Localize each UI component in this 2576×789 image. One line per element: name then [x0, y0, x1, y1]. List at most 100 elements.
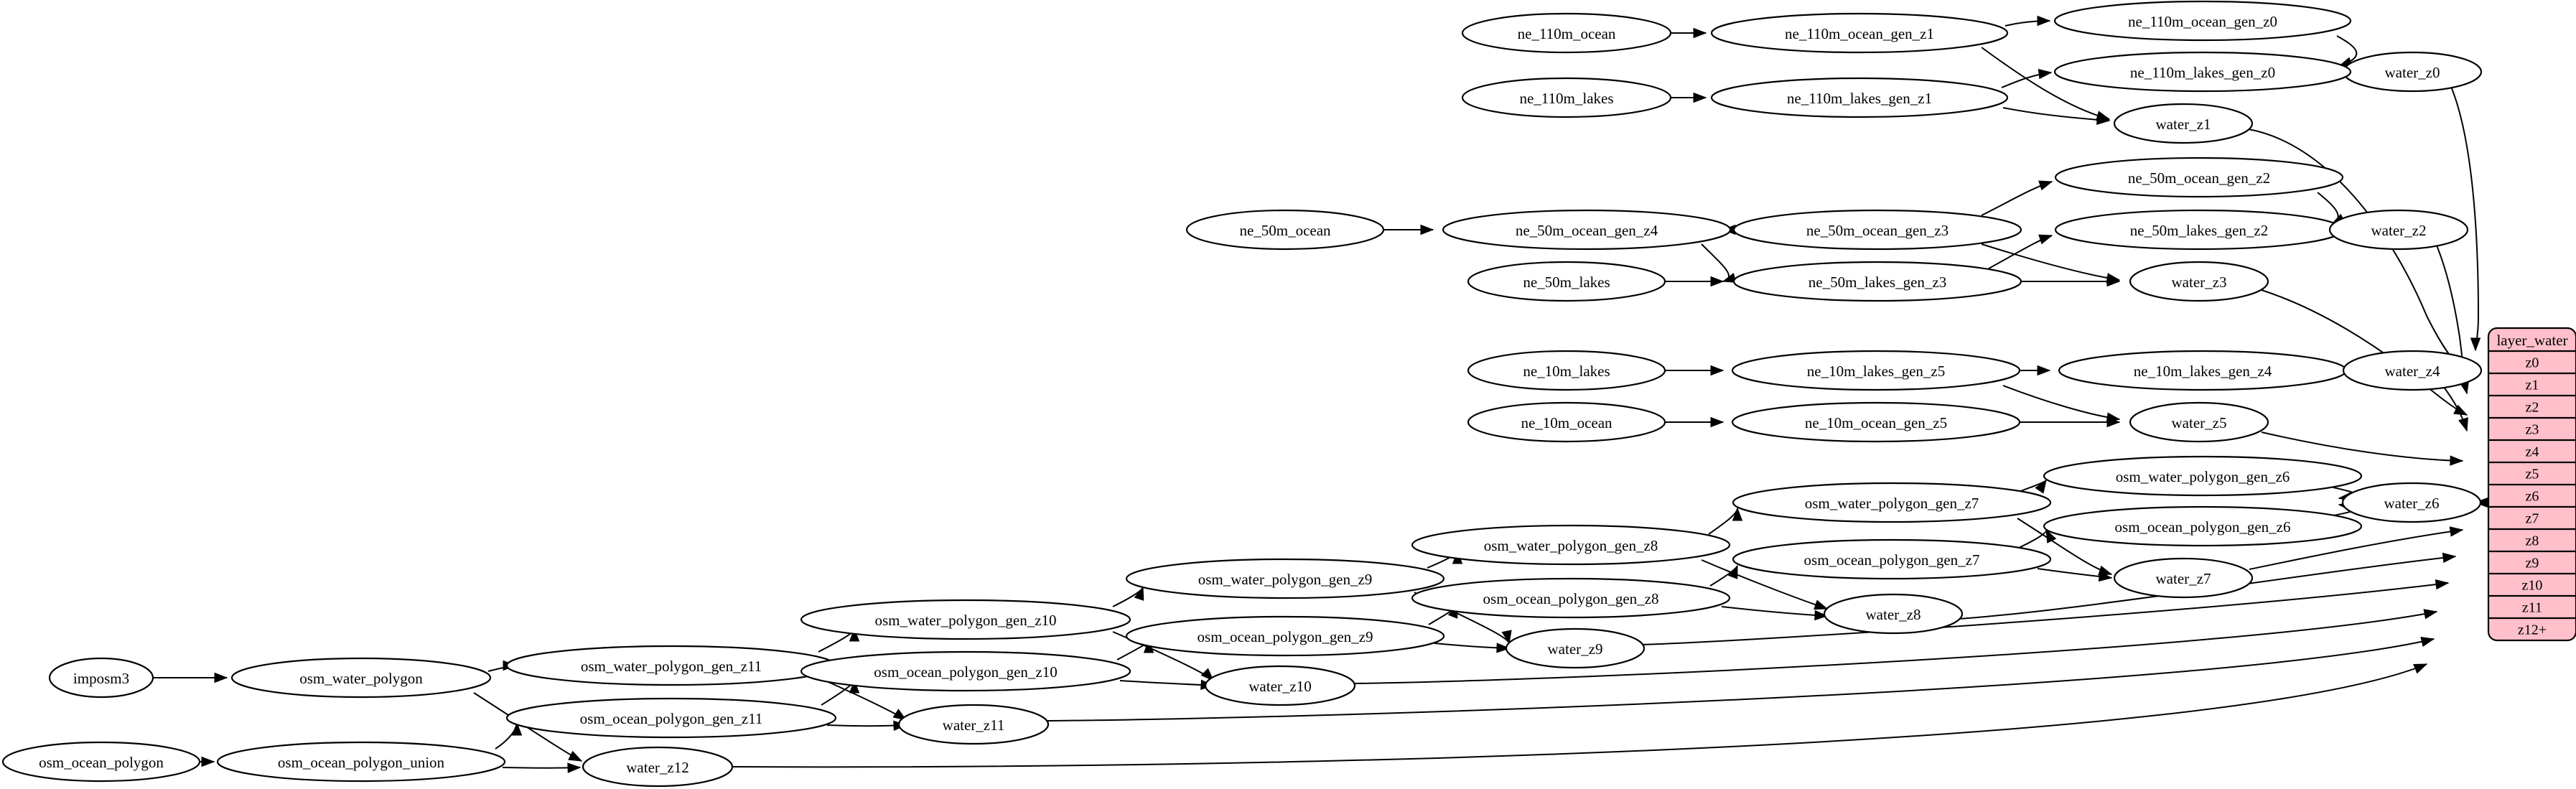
- graph-node-osm_water_polygon_gen_z7[interactable]: osm_water_polygon_gen_z7: [1732, 482, 2052, 523]
- graph-node-water_z2[interactable]: water_z2: [2328, 209, 2469, 251]
- edge-arrowhead: [567, 762, 582, 773]
- edge-line: [2249, 529, 2463, 570]
- graph-node-water_z1[interactable]: water_z1: [2113, 103, 2254, 144]
- edge: [1721, 606, 1829, 621]
- graph-node-water_z5[interactable]: water_z5: [2129, 401, 2269, 443]
- graph-node-ne_110m_ocean[interactable]: ne_110m_ocean: [1461, 12, 1672, 54]
- edge-arrowhead: [214, 672, 228, 683]
- graph-node-ne_10m_lakes_gen_z4[interactable]: ne_10m_lakes_gen_z4: [2058, 350, 2348, 391]
- graph-node-ne_50m_ocean_gen_z3[interactable]: ne_50m_ocean_gen_z3: [1732, 209, 2022, 251]
- legend-row-z6[interactable]: z6: [2488, 489, 2576, 508]
- node-shape: [1732, 209, 2022, 251]
- graph-node-osm_water_polygon_gen_z8[interactable]: osm_water_polygon_gen_z8: [1411, 524, 1731, 566]
- graph-node-osm_ocean_polygon_union[interactable]: osm_ocean_polygon_union: [216, 741, 506, 783]
- graph-node-osm_ocean_polygon[interactable]: osm_ocean_polygon: [1, 741, 201, 783]
- graph-node-water_z6[interactable]: water_z6: [2341, 482, 2482, 523]
- graph-node-osm_ocean_polygon_gen_z9[interactable]: osm_ocean_polygon_gen_z9: [1125, 615, 1445, 657]
- node-label: ne_50m_ocean: [1239, 222, 1331, 239]
- legend-row-z5[interactable]: z5: [2488, 467, 2576, 486]
- legend-row-z9[interactable]: z9: [2488, 556, 2576, 575]
- graph-node-ne_50m_ocean_gen_z4[interactable]: ne_50m_ocean_gen_z4: [1442, 209, 1732, 251]
- node-label: water_z12: [626, 759, 689, 776]
- node-label: ne_50m_ocean_gen_z3: [1806, 222, 1949, 239]
- graph-node-water_z0[interactable]: water_z0: [2342, 51, 2483, 93]
- edge: [1434, 643, 1511, 653]
- edge-line: [1701, 243, 1730, 282]
- node-shape: [2341, 482, 2482, 523]
- legend-row-z10[interactable]: z10: [2488, 578, 2576, 597]
- edge: [2249, 526, 2464, 570]
- graph-node-osm_ocean_polygon_gen_z10[interactable]: osm_ocean_polygon_gen_z10: [800, 650, 1131, 692]
- edge: [2018, 528, 2057, 548]
- graph-node-osm_water_polygon[interactable]: osm_water_polygon: [230, 657, 492, 699]
- node-shape: [1731, 401, 2021, 443]
- graph-node-ne_110m_lakes_gen_z1[interactable]: ne_110m_lakes_gen_z1: [1710, 77, 2009, 118]
- graph-node-ne_10m_ocean[interactable]: ne_10m_ocean: [1467, 401, 1666, 443]
- legend-row-z11[interactable]: z11: [2488, 600, 2576, 620]
- legend-row-z7[interactable]: z7: [2488, 511, 2576, 531]
- edge-arrowhead: [2423, 609, 2438, 620]
- edge: [1665, 276, 1725, 287]
- graph-node-osm_water_polygon_gen_z10[interactable]: osm_water_polygon_gen_z10: [800, 599, 1131, 640]
- legend-row-z1[interactable]: z1: [2488, 378, 2576, 397]
- node-label: water_z8: [1866, 606, 1921, 623]
- edge-line: [1641, 582, 2449, 645]
- graph-node-ne_50m_lakes_gen_z3[interactable]: ne_50m_lakes_gen_z3: [1732, 261, 2022, 302]
- legend-row-z3[interactable]: z3: [2488, 422, 2576, 442]
- legend-row-label: z2: [2526, 400, 2539, 416]
- edge-arrowhead: [1501, 630, 1512, 645]
- graph-node-ne_110m_ocean_gen_z1[interactable]: ne_110m_ocean_gen_z1: [1710, 12, 2009, 54]
- node-shape: [1731, 350, 2021, 391]
- graph-node-ne_50m_lakes[interactable]: ne_50m_lakes: [1467, 261, 1666, 302]
- graph-node-ne_10m_ocean_gen_z5[interactable]: ne_10m_ocean_gen_z5: [1731, 401, 2021, 443]
- legend-title: layer_water: [2496, 332, 2567, 349]
- edge-arrowhead: [849, 679, 860, 694]
- legend-row-z12plus[interactable]: z12+: [2518, 622, 2547, 638]
- graph-node-ne_50m_lakes_gen_z2[interactable]: ne_50m_lakes_gen_z2: [2054, 209, 2344, 251]
- legend-row-z8[interactable]: z8: [2488, 533, 2576, 553]
- graph-node-water_z11[interactable]: water_z11: [897, 704, 1050, 745]
- edge-arrowhead: [2106, 276, 2121, 287]
- graph-node-imposm3[interactable]: imposm3: [48, 657, 154, 699]
- graph-node-osm_ocean_polygon_gen_z11[interactable]: osm_ocean_polygon_gen_z11: [505, 697, 837, 739]
- node-label: osm_ocean_polygon_gen_z11: [580, 710, 763, 727]
- node-label: water_z7: [2156, 570, 2211, 587]
- graph-node-osm_water_polygon_gen_z11[interactable]: osm_water_polygon_gen_z11: [505, 645, 837, 686]
- node-label: ne_110m_lakes: [1519, 90, 1613, 107]
- node-shape: [800, 650, 1131, 692]
- graph-node-osm_ocean_polygon_gen_z8[interactable]: osm_ocean_polygon_gen_z8: [1411, 577, 1731, 619]
- graph-node-water_z4[interactable]: water_z4: [2342, 350, 2483, 391]
- graph-node-osm_ocean_polygon_gen_z7[interactable]: osm_ocean_polygon_gen_z7: [1732, 538, 2052, 580]
- graph-node-osm_water_polygon_gen_z9[interactable]: osm_water_polygon_gen_z9: [1125, 558, 1445, 599]
- edge-line: [1353, 611, 2437, 684]
- legend-row-z2[interactable]: z2: [2488, 400, 2576, 419]
- legend-row-z4[interactable]: z4: [2488, 444, 2576, 464]
- graph-node-ne_10m_lakes[interactable]: ne_10m_lakes: [1467, 350, 1666, 391]
- edge-arrowhead: [201, 756, 215, 767]
- graph-node-water_z8[interactable]: water_z8: [1823, 593, 1964, 635]
- graph-node-water_z12[interactable]: water_z12: [582, 746, 734, 788]
- edge-arrowhead: [1727, 564, 1738, 579]
- edge-arrowhead: [2038, 68, 2053, 80]
- graph-node-ne_110m_ocean_gen_z0[interactable]: ne_110m_ocean_gen_z0: [2053, 0, 2352, 42]
- graph-node-ne_10m_lakes_gen_z5[interactable]: ne_10m_lakes_gen_z5: [1731, 350, 2021, 391]
- graph-node-osm_water_polygon_gen_z6[interactable]: osm_water_polygon_gen_z6: [2043, 455, 2363, 497]
- legend-row-z0[interactable]: z0: [2488, 355, 2576, 375]
- graph-node-water_z3[interactable]: water_z3: [2129, 261, 2269, 302]
- graph-node-ne_110m_lakes_gen_z0[interactable]: ne_110m_lakes_gen_z0: [2053, 51, 2352, 93]
- node-shape: [1732, 538, 2052, 580]
- graph-node-water_z10[interactable]: water_z10: [1204, 665, 1356, 706]
- node-label: ne_110m_ocean: [1518, 25, 1616, 42]
- node-label: osm_water_polygon_gen_z11: [581, 658, 762, 675]
- node-shape: [2053, 51, 2352, 93]
- graph-node-osm_ocean_polygon_gen_z6[interactable]: osm_ocean_polygon_gen_z6: [2043, 505, 2363, 547]
- graph-node-water_z9[interactable]: water_z9: [1505, 627, 1646, 669]
- graph-node-ne_50m_ocean[interactable]: ne_50m_ocean: [1185, 209, 1385, 251]
- graph-node-water_z7[interactable]: water_z7: [2113, 557, 2254, 599]
- node-shape: [1710, 12, 2009, 54]
- graph-node-ne_50m_ocean_gen_z2[interactable]: ne_50m_ocean_gen_z2: [2054, 157, 2344, 198]
- node-shape: [505, 697, 837, 739]
- graph-node-ne_110m_lakes[interactable]: ne_110m_lakes: [1461, 77, 1672, 118]
